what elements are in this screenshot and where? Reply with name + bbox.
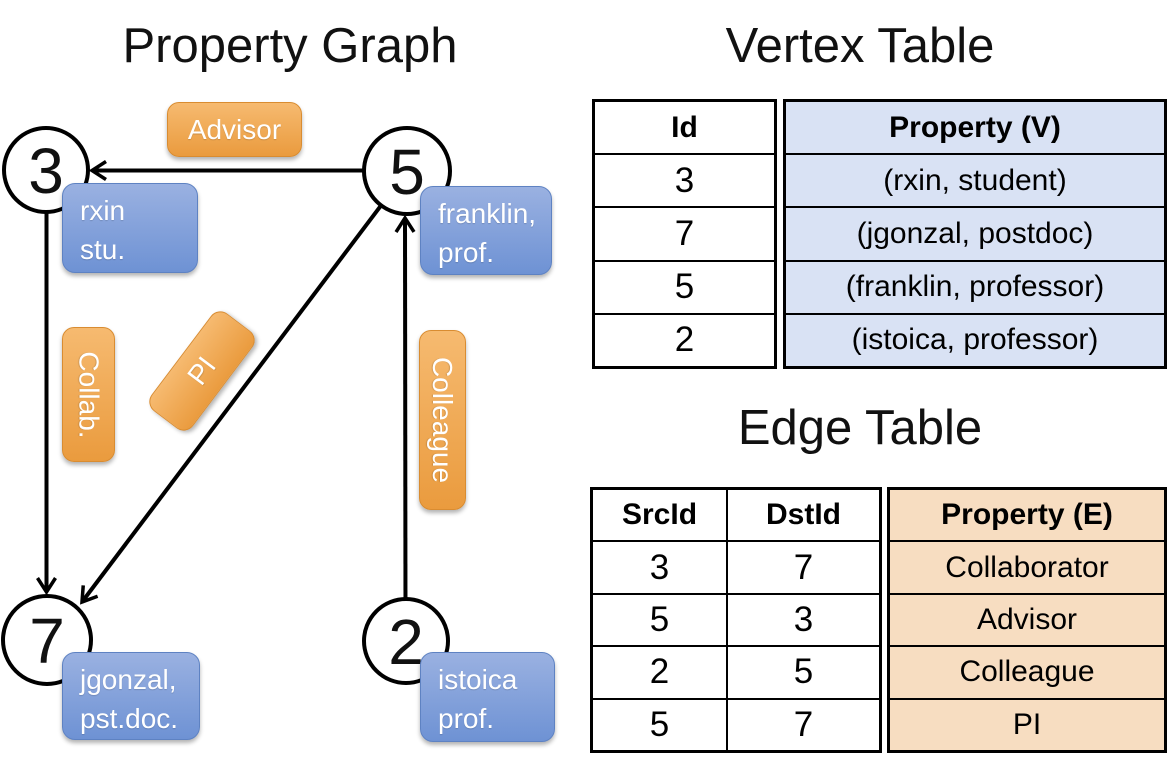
vertex-id-label: 7 [29, 605, 65, 677]
vertex-property-line: prof. [438, 703, 495, 734]
table-cell: 7 [595, 206, 774, 259]
vertex-id-label: 5 [389, 136, 425, 208]
table-cell: 5 [726, 647, 879, 698]
table-cell: (rxin, student) [786, 153, 1164, 206]
edge-table-header-dstid: DstId [726, 490, 879, 541]
table-row: 5 3 [593, 592, 879, 646]
edge-table-property-column: Property (E) Collaborator Advisor Collea… [887, 487, 1167, 753]
edge-label-text: Advisor [187, 113, 282, 145]
table-cell: 3 [595, 153, 774, 206]
vertex-property-line: stu. [80, 234, 126, 265]
table-cell: 2 [649, 652, 670, 692]
table-cell: (jgonzal, postdoc) [786, 206, 1164, 259]
table-cell: 3 [649, 547, 670, 587]
vertex-property-line: istoica [438, 664, 518, 695]
vertex-node-5: 5 [362, 126, 452, 216]
table-cell: Colleague [890, 645, 1164, 697]
edge-pi-5-to-7 [80, 169, 409, 605]
table-cell: PI [890, 697, 1164, 750]
edge-label-text: Collab. [73, 350, 105, 439]
table-cell: (franklin, professor) [786, 259, 1164, 313]
table-row: 2 5 [593, 645, 879, 698]
table-cell: 5 [595, 259, 774, 313]
vertex-property-box-3: rxin stu. [62, 183, 198, 273]
table-cell: 5 [649, 704, 670, 744]
vertex-property-box-2: istoica prof. [420, 652, 555, 742]
vertex-property-box-7: jgonzal, pst.doc. [62, 652, 200, 740]
table-cell: 7 [726, 699, 879, 751]
edge-table-header-row: SrcId DstId [593, 490, 879, 541]
edge-label-collab: Collab. [62, 327, 115, 462]
table-row: 5 7 [593, 697, 879, 751]
vertex-property-line: rxin [80, 195, 126, 226]
table-cell: 5 [649, 600, 670, 640]
vertex-property-line: pst.doc. [80, 703, 179, 734]
edge-colleague-2-to-5 [394, 214, 416, 626]
property-graph-title: Property Graph [122, 19, 458, 73]
table-cell: Collaborator [890, 540, 1164, 592]
edge-label-advisor: Advisor [167, 102, 302, 157]
table-cell: 2 [595, 312, 774, 366]
edge-table-header-property: Property (E) [941, 498, 1113, 532]
vertex-table-header-id: Id [671, 110, 698, 144]
table-cell: 7 [726, 542, 879, 593]
vertex-property-box-5: franklin, prof. [420, 186, 552, 275]
edge-label-text: PI [181, 350, 222, 391]
edge-label-colleague: Colleague [419, 330, 466, 510]
vertex-id-label: 3 [28, 135, 64, 207]
edge-table-title: Edge Table [737, 401, 983, 455]
vertex-id-label: 2 [388, 606, 424, 678]
graph-edges-layer [36, 160, 416, 626]
vertex-table-title: Vertex Table [725, 19, 995, 73]
vertex-property-line: jgonzal, [80, 664, 177, 695]
table-cell: Advisor [890, 592, 1164, 645]
edge-table-header-srcid: SrcId [621, 498, 698, 532]
edge-label-text: Colleague [427, 356, 459, 484]
table-row: 3 7 [593, 540, 879, 593]
vertex-table-id-column: Id 3 7 5 2 [592, 99, 777, 369]
edge-table-src-dst-columns: SrcId DstId 3 7 5 3 2 5 5 7 [590, 487, 882, 753]
table-cell: (istoica, professor) [786, 312, 1164, 366]
vertex-property-line: prof. [438, 237, 495, 268]
vertex-table-header-property: Property (V) [889, 110, 1061, 144]
vertex-table-property-column: Property (V) (rxin, student) (jgonzal, p… [783, 99, 1167, 369]
table-cell: 3 [726, 594, 879, 646]
vertex-node-2: 2 [362, 597, 450, 685]
vertex-property-line: franklin, [438, 198, 537, 229]
